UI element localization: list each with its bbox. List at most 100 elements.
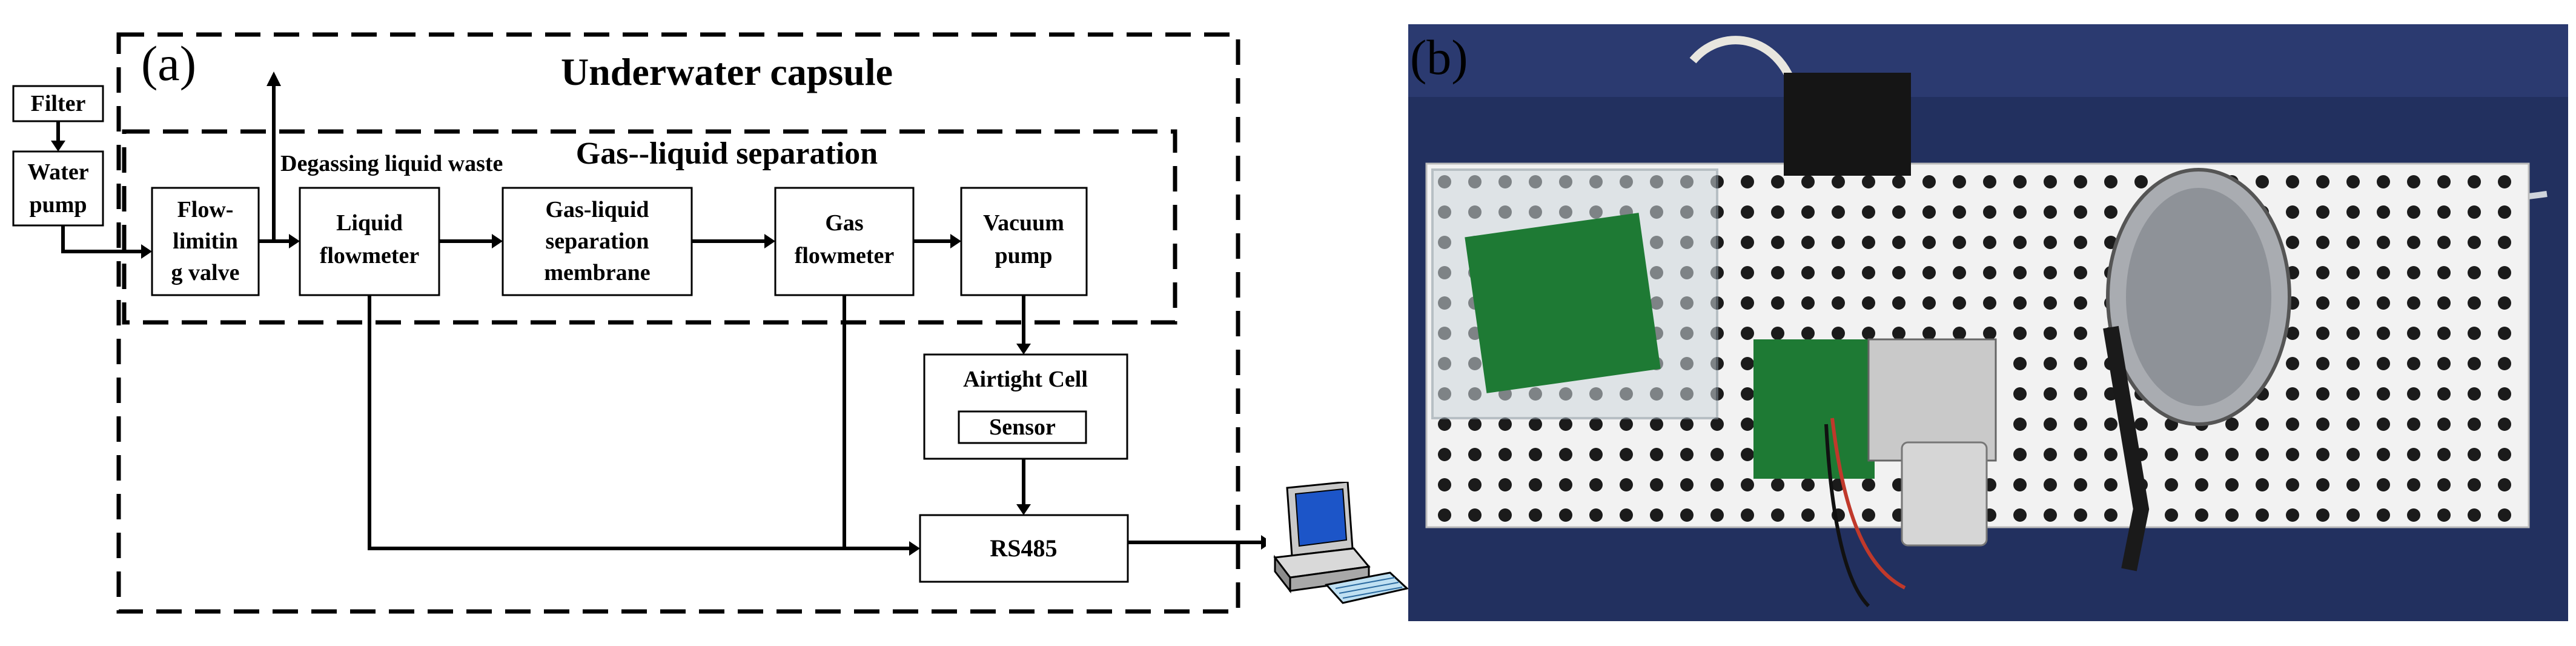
board-hole: [2468, 387, 2481, 401]
board-hole: [2013, 327, 2027, 340]
board-hole: [1862, 266, 1875, 279]
board-hole: [2377, 175, 2390, 188]
board-hole: [1741, 327, 1754, 340]
board-hole: [1953, 327, 1966, 340]
board-hole: [2256, 478, 2269, 491]
board-hole: [2437, 357, 2451, 370]
board-hole: [2468, 418, 2481, 431]
vacuum-pump-label-1: Vacuum: [983, 210, 1064, 236]
board-hole: [2165, 508, 2178, 522]
board-hole: [1922, 327, 1936, 340]
board-hole: [1832, 205, 1845, 219]
board-hole: [1983, 296, 1996, 310]
water-pump-label-1: Water: [27, 159, 88, 185]
board-hole: [2377, 296, 2390, 310]
filter-box: [12, 85, 104, 122]
board-hole: [1892, 296, 1906, 310]
board-hole: [2074, 508, 2087, 522]
board-hole: [2498, 448, 2511, 461]
board-hole: [2074, 357, 2087, 370]
vacuum-pump-box: [960, 187, 1088, 296]
board-hole: [1922, 296, 1936, 310]
board-hole: [2013, 175, 2027, 188]
board-hole: [1680, 418, 1694, 431]
board-hole: [2377, 236, 2390, 249]
board-hole: [2498, 175, 2511, 188]
board-hole: [1650, 418, 1663, 431]
board-hole: [2286, 418, 2299, 431]
board-hole: [2286, 205, 2299, 219]
board-hole: [1468, 418, 1482, 431]
board-hole: [2437, 508, 2451, 522]
board-hole: [2044, 296, 2057, 310]
board-hole: [2316, 296, 2329, 310]
board-hole: [2316, 387, 2329, 401]
board-hole: [2407, 508, 2420, 522]
board-hole: [2074, 236, 2087, 249]
board-hole: [1438, 418, 1451, 431]
board-hole: [2407, 296, 2420, 310]
board-hole: [1468, 478, 1482, 491]
board-hole: [1832, 327, 1845, 340]
board-hole: [2225, 508, 2239, 522]
board-hole: [2437, 266, 2451, 279]
gas-flowmeter-box: [774, 187, 915, 296]
board-hole: [1922, 266, 1936, 279]
board-hole: [2104, 478, 2117, 491]
board-hole: [1801, 236, 1815, 249]
board-hole: [1438, 448, 1451, 461]
board-hole: [2407, 448, 2420, 461]
gas-liquid-separation-boundary: [122, 129, 1177, 325]
board-hole: [1922, 205, 1936, 219]
board-hole: [2377, 327, 2390, 340]
board-hole: [1892, 236, 1906, 249]
board-hole: [1680, 448, 1694, 461]
board-hole: [1983, 327, 1996, 340]
board-hole: [1983, 266, 1996, 279]
board-hole: [1892, 205, 1906, 219]
sensor-box: [958, 410, 1087, 444]
board-hole: [2134, 175, 2148, 188]
board-hole: [1498, 448, 1512, 461]
board-hole: [2225, 448, 2239, 461]
board-hole: [1953, 296, 1966, 310]
board-hole: [1741, 478, 1754, 491]
board-hole: [1801, 205, 1815, 219]
board-hole: [2407, 266, 2420, 279]
board-hole: [2256, 175, 2269, 188]
board-hole: [1771, 175, 1784, 188]
board-hole: [2498, 387, 2511, 401]
board-hole: [2437, 236, 2451, 249]
degassing-label: Degassing liquid waste: [280, 151, 503, 176]
board-hole: [1801, 175, 1815, 188]
board-hole: [2134, 418, 2148, 431]
board-hole: [1953, 205, 1966, 219]
board-hole: [2286, 175, 2299, 188]
board-hole: [2468, 448, 2481, 461]
board-hole: [1589, 418, 1603, 431]
board-hole: [1589, 448, 1603, 461]
membrane-box: [502, 187, 693, 296]
board-hole: [1559, 508, 1572, 522]
board-hole: [2468, 236, 2481, 249]
board-hole: [2104, 205, 2117, 219]
board-hole: [1741, 266, 1754, 279]
board-hole: [2316, 478, 2329, 491]
board-hole: [2013, 296, 2027, 310]
board-hole: [2498, 205, 2511, 219]
board-hole: [1498, 418, 1512, 431]
board-hole: [2437, 327, 2451, 340]
board-hole: [2407, 236, 2420, 249]
board-hole: [1529, 508, 1542, 522]
board-hole: [2437, 387, 2451, 401]
board-hole: [2044, 266, 2057, 279]
membrane-label-3: membrane: [544, 260, 650, 285]
board-hole: [1741, 508, 1754, 522]
board-hole: [1710, 508, 1724, 522]
board-hole: [1438, 478, 1451, 491]
board-hole: [2044, 387, 2057, 401]
board-hole: [1801, 508, 1815, 522]
arrowhead: [764, 234, 775, 248]
arrowhead: [1016, 504, 1031, 515]
board-hole: [2044, 508, 2057, 522]
